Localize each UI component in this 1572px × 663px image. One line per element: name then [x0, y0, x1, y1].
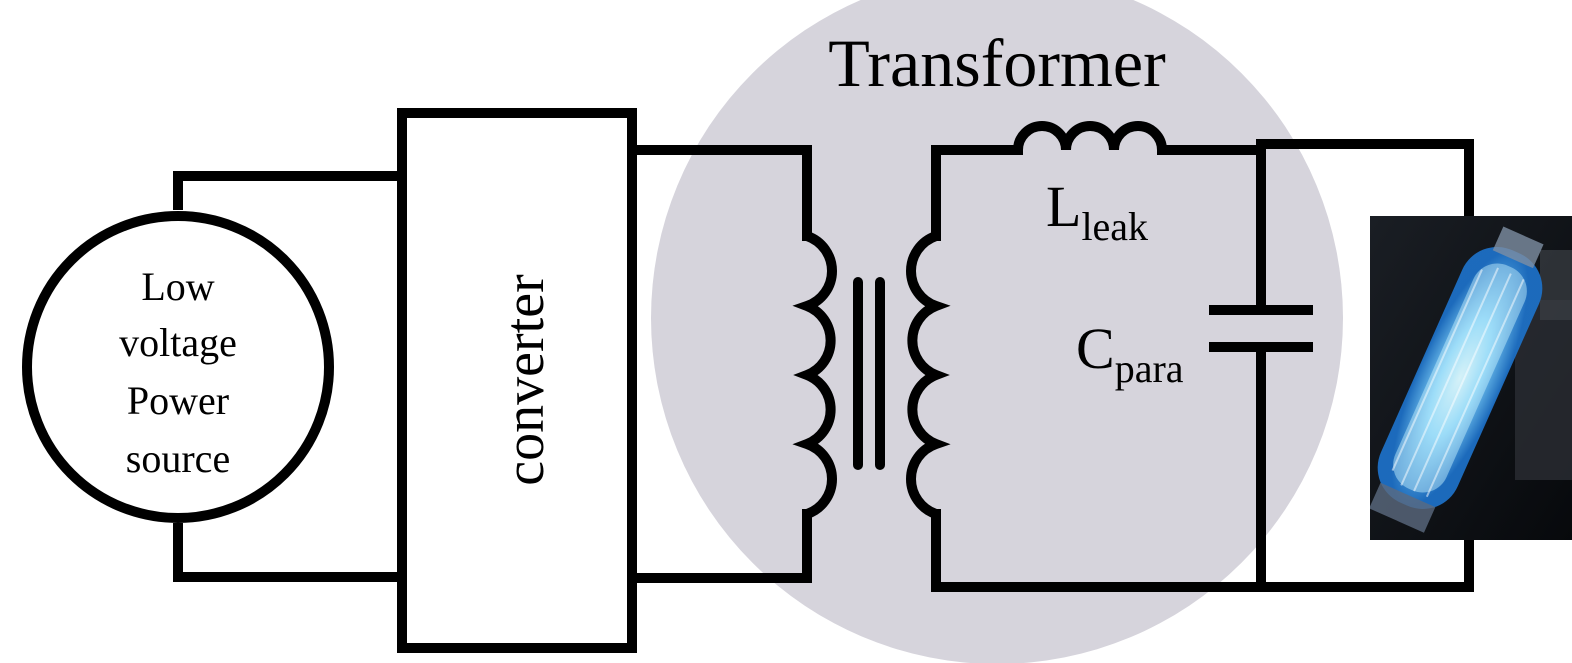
- converter-label: converter: [494, 274, 556, 486]
- source-top-wire: [173, 171, 407, 210]
- primary-top-wire: [627, 145, 812, 241]
- converter-block: [397, 108, 637, 653]
- leakage-inductance-label: Lleak: [1046, 174, 1148, 249]
- secondary-bottom-wire: [931, 509, 1266, 592]
- power-source-label-line4: source: [126, 436, 230, 481]
- load-top-wire: [1256, 139, 1474, 221]
- load-bottom-wire: [1256, 535, 1474, 592]
- primary-winding: [792, 231, 837, 519]
- secondary-top-wire: [931, 145, 1023, 241]
- power-source: [22, 211, 334, 523]
- parasitic-capacitance-label: Cpara: [1076, 316, 1184, 391]
- power-source-label-line3: Power: [127, 378, 229, 423]
- source-bottom-wire: [173, 523, 407, 582]
- secondary-winding: [906, 231, 951, 519]
- power-source-label-line2: voltage: [119, 320, 237, 365]
- transformer-title: Transformer: [828, 25, 1166, 101]
- power-source-label-line1: Low: [141, 264, 214, 309]
- primary-bottom-wire: [627, 509, 812, 583]
- leakage-inductor: [1013, 121, 1167, 155]
- uv-lamp-photo: [1370, 216, 1572, 540]
